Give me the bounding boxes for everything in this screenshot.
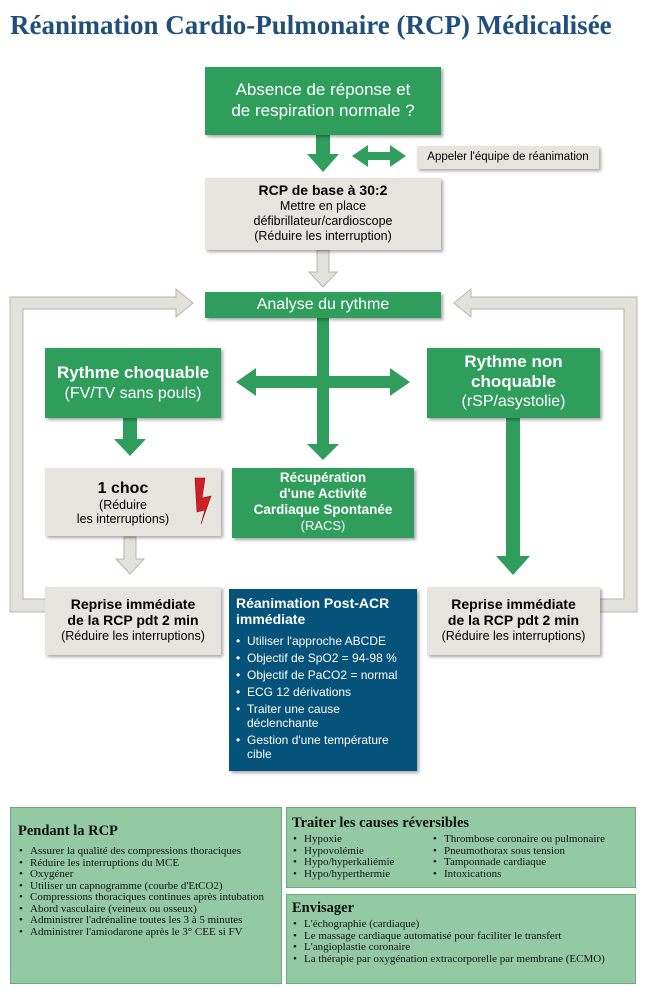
lightning-icon bbox=[194, 477, 212, 525]
analyse-label: Analyse du rythme bbox=[256, 296, 390, 313]
racs-box: Récupération d'une Activité Cardiaque Sp… bbox=[232, 468, 414, 538]
choquable-title: Rythme choquable bbox=[56, 363, 210, 382]
list-item: Thrombose coronaire ou pulmonaire bbox=[432, 833, 634, 846]
list-item: Pneumothorax sous tension bbox=[432, 845, 634, 858]
list-item: Gestion d'une température cible bbox=[236, 733, 411, 761]
list-item: ECG 12 dérivations bbox=[236, 685, 411, 699]
list-item: Utiliser un capnogramme (courbe d'EtCO2) bbox=[18, 880, 275, 893]
post-acr-box: Réanimation Post-ACR immédiate Utiliser … bbox=[229, 589, 417, 771]
list-item: L'échographie (cardiaque) bbox=[292, 918, 631, 931]
envisager-list: L'échographie (cardiaque) Le massage car… bbox=[292, 918, 631, 966]
causes-title: Traiter les causes réversibles bbox=[292, 815, 470, 831]
post-acr-title: Réanimation Post-ACR bbox=[236, 595, 390, 611]
choc-line: (Réduire bbox=[99, 498, 147, 512]
reprise-rcp-left-box: Reprise immédiate de la RCP pdt 2 min (R… bbox=[45, 587, 221, 655]
choc-title: 1 choc bbox=[97, 480, 149, 497]
reprise-right-line: de la RCP pdt 2 min bbox=[447, 612, 580, 628]
call-team-box: Appeler l'équipe de réanimation bbox=[417, 146, 599, 169]
absence-line-2: de respiration normale ? bbox=[231, 101, 415, 120]
post-acr-title: immédiate bbox=[236, 611, 306, 627]
pendant-title: Pendant la RCP bbox=[18, 823, 118, 839]
reprise-left-sub: (Réduire les interruptions) bbox=[61, 629, 205, 643]
rcp-base-line: Mettre en place bbox=[279, 199, 367, 213]
rcp-base-box: RCP de base à 30:2 Mettre en place défib… bbox=[205, 178, 441, 250]
causes-reversibles-panel: Traiter les causes réversibles Hypoxie H… bbox=[286, 807, 636, 888]
rythme-non-choquable-box: Rythme non choquable (rSP/asystolie) bbox=[427, 348, 600, 418]
list-item: L'angioplastie coronaire bbox=[292, 941, 631, 954]
causes-list-col1: Hypoxie Hypovolémie Hypo/hyperkaliémie H… bbox=[292, 833, 432, 881]
non-choquable-title: choquable bbox=[470, 372, 556, 391]
list-item: Tamponnade cardiaque bbox=[432, 856, 634, 869]
list-item: Hypo/hyperthermie bbox=[292, 868, 432, 881]
list-item: Réduire les interruptions du MCE bbox=[18, 857, 275, 870]
reprise-right-line: Reprise immédiate bbox=[451, 596, 576, 612]
non-choquable-sub: (rSP/asystolie) bbox=[461, 393, 566, 410]
list-item: Objectif de PaCO2 = normal bbox=[236, 668, 411, 682]
rcp-base-title: RCP de base à 30:2 bbox=[258, 182, 388, 198]
list-item: Objectif de SpO2 = 94-98 % bbox=[236, 651, 411, 665]
reprise-right-sub: (Réduire les interruptions) bbox=[441, 629, 586, 643]
list-item: Utiliser l'approche ABCDE bbox=[236, 634, 411, 648]
list-item: Administrer l'amiodarone après le 3° CEE… bbox=[18, 926, 275, 939]
absence-reponse-box: Absence de réponse et de respiration nor… bbox=[205, 67, 441, 135]
call-team-label: Appeler l'équipe de réanimation bbox=[427, 151, 589, 163]
racs-line: Cardiaque Spontanée bbox=[253, 502, 393, 517]
list-item: La thérapie par oxygénation extracorpore… bbox=[292, 953, 631, 966]
page-title: Réanimation Cardio-Pulmonaire (RCP) Médi… bbox=[10, 10, 612, 40]
choquable-sub: (FV/TV sans pouls) bbox=[64, 385, 202, 402]
pendant-rcp-panel: Pendant la RCP Assurer la qualité des co… bbox=[10, 807, 282, 984]
racs-sub: (RACS) bbox=[300, 518, 346, 533]
list-item: Hypo/hyperkaliémie bbox=[292, 856, 432, 869]
rcp-base-line: défibrillateur/cardioscope bbox=[253, 214, 393, 228]
racs-line: Récupération bbox=[279, 470, 367, 485]
pendant-list: Assurer la qualité des compressions thor… bbox=[18, 845, 275, 939]
analyse-rythme-box: Analyse du rythme bbox=[205, 292, 441, 318]
list-item: Abord vasculaire (veineux ou osseux) bbox=[18, 903, 275, 916]
causes-list-col2: Thrombose coronaire ou pulmonaire Pneumo… bbox=[432, 833, 634, 881]
reprise-rcp-right-box: Reprise immédiate de la RCP pdt 2 min (R… bbox=[427, 587, 600, 655]
racs-line: d'une Activité bbox=[279, 486, 367, 501]
un-choc-box: 1 choc (Réduire les interruptions) bbox=[45, 468, 221, 536]
reprise-left-line: de la RCP pdt 2 min bbox=[67, 612, 199, 628]
list-item: Assurer la qualité des compressions thor… bbox=[18, 845, 275, 858]
rcp-base-line: (Réduire les interruption) bbox=[254, 229, 392, 243]
rythme-choquable-box: Rythme choquable (FV/TV sans pouls) bbox=[45, 348, 221, 418]
list-item: Intoxications bbox=[432, 868, 634, 881]
list-item: Le massage cardiaque automatisé pour fac… bbox=[292, 930, 631, 943]
list-item: Compressions thoraciques continues après… bbox=[18, 891, 275, 904]
envisager-panel: Envisager L'échographie (cardiaque) Le m… bbox=[286, 894, 636, 984]
non-choquable-title: Rythme non bbox=[464, 352, 563, 371]
list-item: Hypoxie bbox=[292, 833, 432, 846]
choc-line: les interruptions) bbox=[76, 512, 170, 526]
list-item: Oxygéner bbox=[18, 868, 275, 881]
post-acr-list: Utiliser l'approche ABCDE Objectif de Sp… bbox=[236, 634, 411, 761]
list-item: Traiter une cause déclenchante bbox=[236, 702, 411, 730]
absence-line-1: Absence de réponse et bbox=[235, 80, 411, 99]
envisager-title: Envisager bbox=[292, 900, 355, 916]
list-item: Administrer l'adrénaline toutes les 3 à … bbox=[18, 914, 275, 927]
list-item: Hypovolémie bbox=[292, 845, 432, 858]
reprise-left-line: Reprise immédiate bbox=[70, 596, 196, 612]
